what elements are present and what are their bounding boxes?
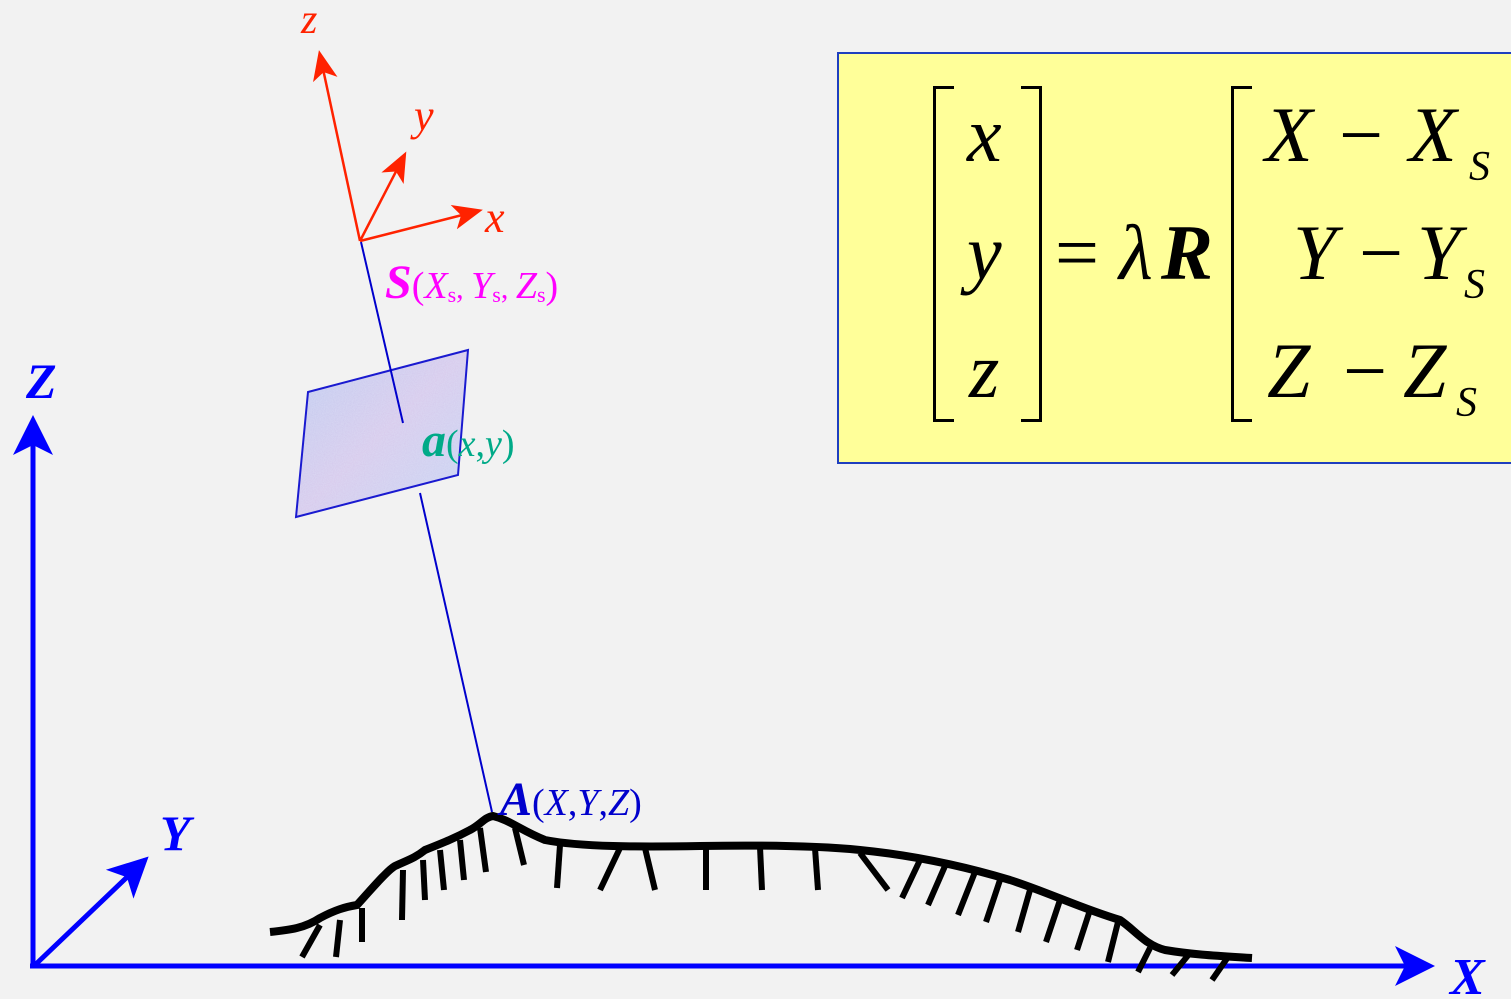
Y-axis xyxy=(34,856,149,966)
row-Z-minus: − xyxy=(1343,327,1387,414)
X-axis-label: X xyxy=(1448,949,1486,999)
row-X-base: X xyxy=(1409,91,1457,178)
equals-sign: = xyxy=(1055,209,1099,296)
lambda-symbol: λ xyxy=(1119,209,1153,296)
row-Z-subscript: S xyxy=(1456,380,1477,426)
vector-z: z xyxy=(969,327,1000,414)
row-Y: Y xyxy=(1293,209,1337,296)
row-X-subscript: S xyxy=(1469,144,1490,190)
camera-x-axis xyxy=(359,205,483,243)
row-Y-subscript: S xyxy=(1464,262,1485,308)
Y-axis-label: Y xyxy=(160,805,195,861)
left-vector-right-bracket xyxy=(1021,86,1042,422)
rotation-matrix-symbol: R xyxy=(1161,209,1214,296)
terrain-profile xyxy=(269,811,1253,982)
camera-coordinate-system: z y x xyxy=(300,0,505,243)
right-vector-left-bracket xyxy=(1231,86,1252,422)
camera-x-label: x xyxy=(484,193,505,242)
ground-coordinate-system: Z Y X xyxy=(12,353,1486,999)
image-point-label: a(x,y) xyxy=(422,414,515,467)
row-Z-base: Z xyxy=(1403,327,1447,414)
camera-y-axis xyxy=(358,151,407,242)
Z-axis-label: Z xyxy=(25,353,57,409)
left-vector-left-bracket xyxy=(933,86,954,422)
row-Y-base: Y xyxy=(1417,209,1461,296)
camera-y-label: y xyxy=(410,91,434,140)
row-X: X xyxy=(1265,91,1313,178)
projection-center-label: S(Xs, Ys, Zs) xyxy=(385,256,558,309)
collinearity-equation-box: x y z = λ R X − X S Y − Y S Z − Z S xyxy=(837,52,1511,464)
row-Z: Z xyxy=(1267,327,1311,414)
vector-x: x xyxy=(967,91,1002,178)
camera-z-label: z xyxy=(300,0,317,43)
row-X-minus: − xyxy=(1339,91,1383,178)
projection-ray xyxy=(360,241,493,813)
vector-y: y xyxy=(967,209,1002,296)
camera-z-axis xyxy=(313,50,362,242)
row-Y-minus: − xyxy=(1359,209,1403,296)
ground-point-label: A(X,Y,Z) xyxy=(497,773,642,826)
